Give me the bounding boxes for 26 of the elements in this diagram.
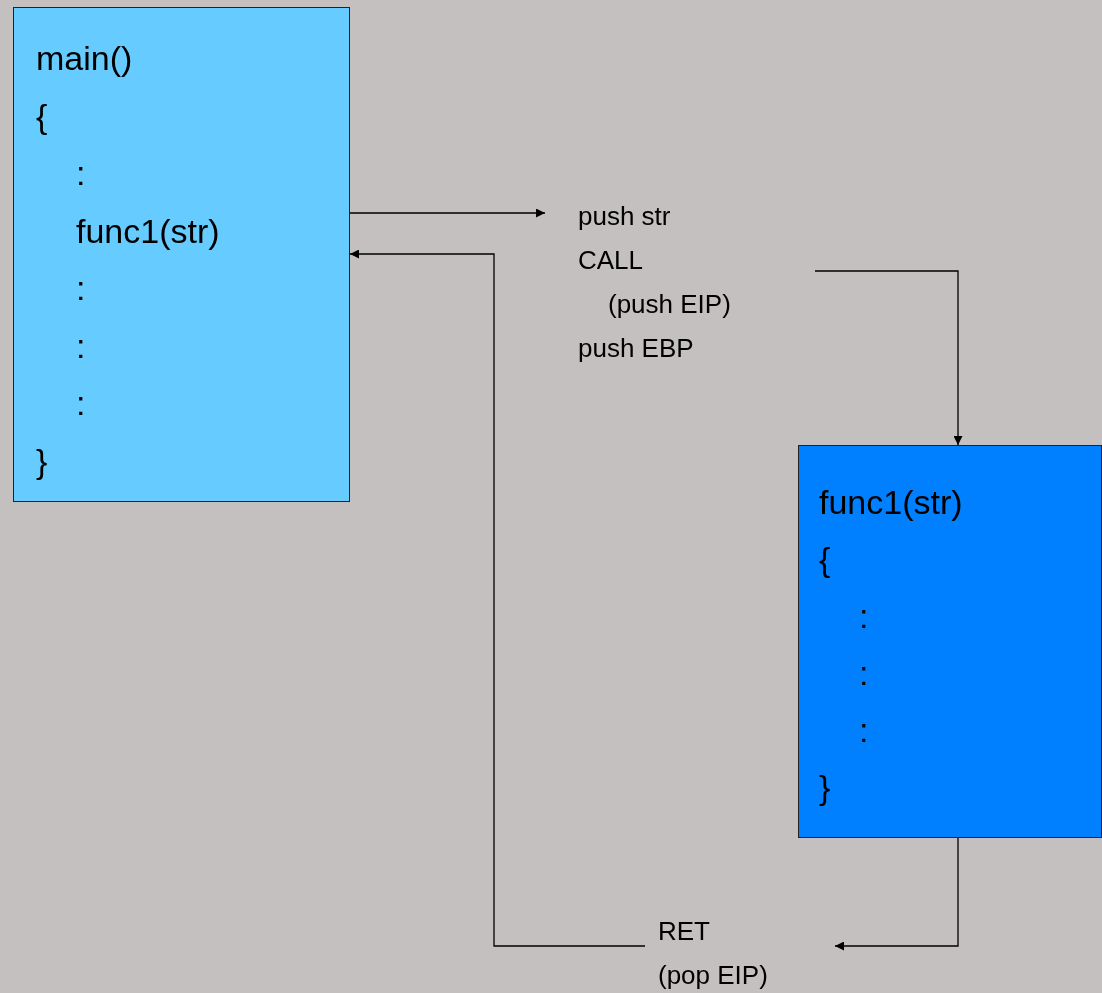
instruction-text: CALL	[578, 244, 644, 277]
code-line: {	[819, 539, 831, 580]
code-line: :	[76, 383, 86, 424]
code-line: func1(str)	[819, 482, 963, 523]
code-box	[798, 445, 1102, 838]
instruction-text: push EBP	[578, 332, 694, 365]
instruction-text: push str	[578, 200, 671, 233]
code-line: main()	[36, 38, 133, 79]
arrow	[349, 249, 646, 947]
code-line: }	[36, 440, 48, 482]
code-line: {	[36, 95, 48, 137]
arrow	[834, 837, 959, 951]
arrow	[349, 208, 546, 218]
arrow	[814, 270, 963, 446]
code-line: :	[859, 596, 869, 637]
instruction-text: (push EIP)	[608, 288, 731, 321]
code-line: }	[819, 767, 831, 808]
code-box	[13, 7, 350, 502]
instruction-text: (pop EIP)	[658, 959, 768, 992]
code-line: :	[76, 153, 86, 194]
code-line: :	[859, 710, 869, 751]
code-line: func1(str)	[76, 210, 220, 252]
instruction-text: RET	[658, 915, 710, 948]
code-line: :	[76, 268, 86, 309]
code-line: :	[859, 653, 869, 694]
code-line: :	[76, 325, 86, 367]
